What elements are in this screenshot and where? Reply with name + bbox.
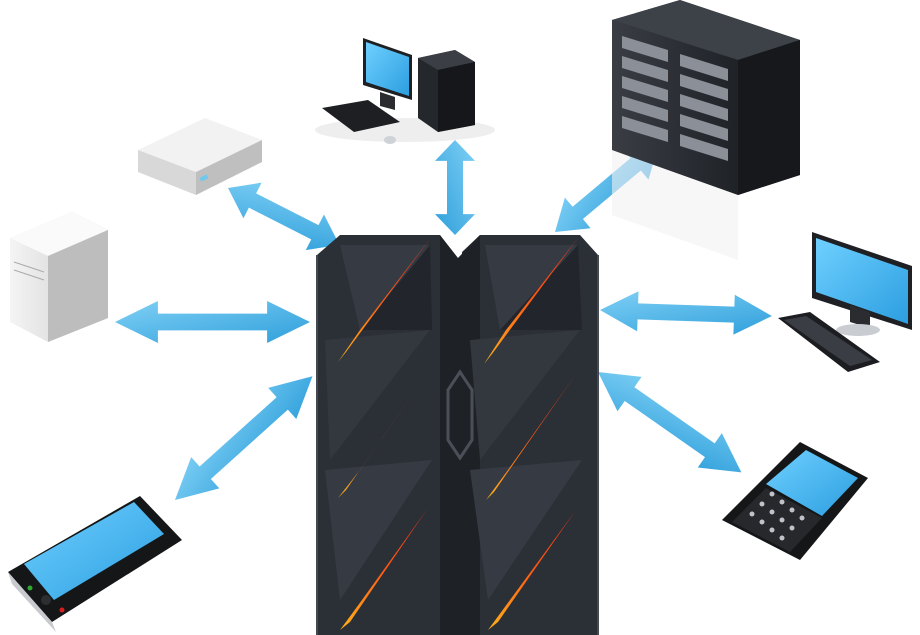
desktop-computer-icon bbox=[315, 38, 495, 144]
arrow-smartphone bbox=[161, 361, 327, 516]
arrow-monitor bbox=[599, 290, 772, 336]
arrow-desktop bbox=[435, 140, 475, 235]
arrow-tower bbox=[115, 301, 310, 343]
tower-server-icon bbox=[10, 212, 108, 342]
monitor-keyboard-icon bbox=[778, 232, 912, 372]
server-rack-icon bbox=[612, 0, 800, 260]
network-appliance-icon bbox=[138, 118, 262, 195]
qwerty-phone-icon bbox=[722, 442, 868, 560]
arrow-qwerty-phone bbox=[586, 355, 753, 490]
mainframe-icon bbox=[317, 235, 598, 635]
smartphone-icon bbox=[8, 496, 182, 632]
